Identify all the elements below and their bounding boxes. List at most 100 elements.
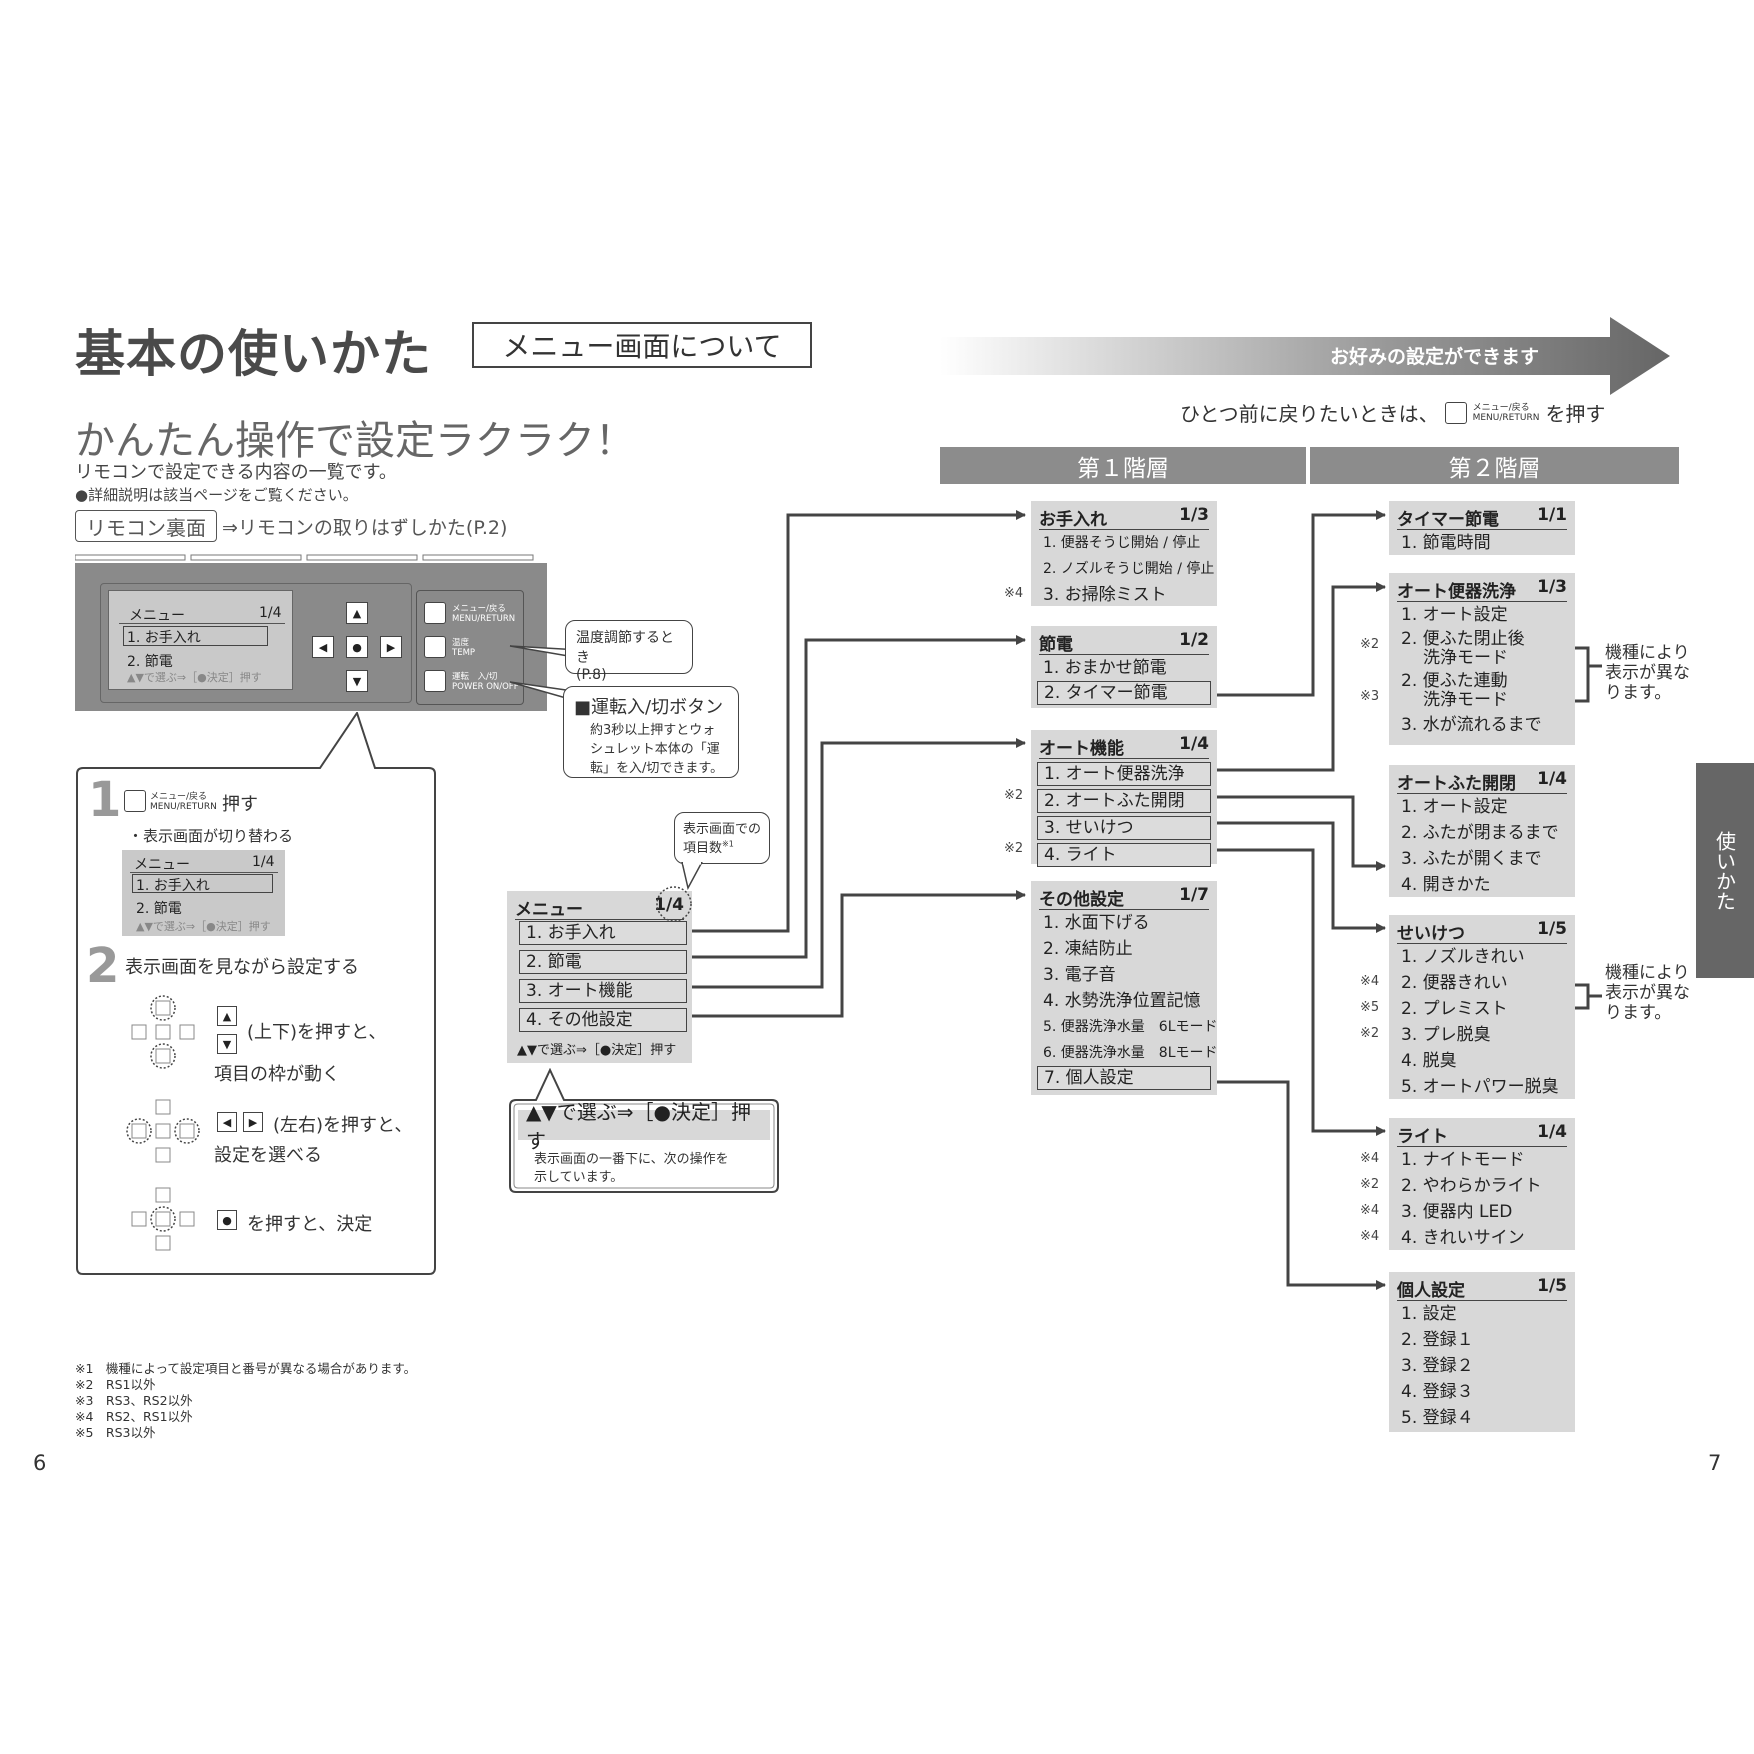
note-mark: ※2 — [1360, 637, 1380, 652]
temp-button[interactable] — [424, 636, 446, 658]
menu-item[interactable]: 1. オート設定 — [1401, 605, 1508, 625]
op-callout-title: ▲▼で選ぶ⇒［●決定］押す — [518, 1100, 770, 1153]
menu-item[interactable]: 1. 水面下げる — [1043, 913, 1150, 933]
menu-item[interactable]: 2. 凍結防止 — [1043, 939, 1133, 959]
remote-left-frame — [100, 583, 412, 703]
menu-title: お手入れ — [1039, 510, 1107, 530]
note-mark: ※2 — [1004, 841, 1024, 856]
menu-jp-label: メニュー/戻る — [452, 604, 506, 614]
menu-item[interactable]: 4. 水勢洗浄位置記憶 — [1043, 991, 1201, 1011]
power-button[interactable] — [424, 670, 446, 692]
menu-title: その他設定 — [1039, 890, 1124, 910]
remocon-link[interactable]: ⇒リモコンの取りはずしかた(P.2) — [222, 517, 508, 539]
menu-item[interactable]: 1. 便器そうじ開始 / 停止 — [1043, 535, 1201, 551]
menu-return-label: メニュー/戻る MENU/RETURN — [150, 792, 217, 812]
menu-item[interactable]: 2. ノズルそうじ開始 / 停止 — [1043, 561, 1215, 577]
menu-item[interactable]: 2. ふたが閉まるまで — [1401, 823, 1559, 843]
menu-item[interactable]: 4. 登録３ — [1401, 1382, 1474, 1402]
menu-item[interactable]: 4. 脱臭 — [1401, 1051, 1457, 1071]
power-callout: ■運転入/切ボタン 約3秒以上押すとウォ シュレット本体の「運 転」を入/切でき… — [563, 686, 739, 778]
back-hint-text: ひとつ前に戻りたいときは、 — [1180, 402, 1439, 426]
menu-item[interactable]: 1. ノズルきれい — [1401, 947, 1525, 967]
main-menu-item[interactable]: 2. 節電 — [519, 950, 687, 974]
power-en-label: POWER ON/OFF — [452, 682, 519, 692]
menu-title: タイマー節電 — [1397, 510, 1499, 530]
menu-item[interactable]: 2. やわらかライト — [1401, 1176, 1542, 1196]
menu-item[interactable]: 5. オートパワー脱臭 — [1401, 1077, 1559, 1097]
menu-item[interactable]: 1. 設定 — [1401, 1304, 1457, 1324]
menu-item[interactable]: 3. ふたが開くまで — [1401, 849, 1542, 869]
menu-item[interactable]: 1. 節電時間 — [1401, 533, 1491, 553]
menu-item[interactable]: 3. お掃除ミスト — [1043, 585, 1167, 605]
model-diff-note: 機種により 表示が異な ります。 — [1605, 643, 1690, 703]
menu-item-selected[interactable]: 7. 個人設定 — [1037, 1066, 1211, 1090]
note-mark: ※4 — [1360, 974, 1380, 989]
lcd-item-selected: 1. お手入れ — [132, 874, 273, 894]
menu-item-selected[interactable]: 2. オートふた開閉 — [1037, 789, 1211, 813]
menu-item-cont: 洗浄モード — [1423, 690, 1508, 710]
back-hint-text-post: を押す — [1545, 402, 1606, 426]
callout-pointers — [509, 645, 581, 703]
step1-sub: ・表示画面が切り替わる — [128, 827, 294, 845]
menu-item[interactable]: 5. 登録４ — [1401, 1408, 1474, 1428]
lcd-divider — [130, 872, 278, 873]
up-icon: ▲ — [217, 1006, 237, 1026]
menu-en-label: MENU/RETURN — [452, 614, 516, 624]
main-menu-item[interactable]: 4. その他設定 — [519, 1008, 687, 1032]
menu-item[interactable]: 5. 便器洗浄水量 6Lモード — [1043, 1019, 1218, 1035]
step2-number: 2 — [86, 938, 120, 994]
menu-item-selected[interactable]: 3. せいけつ — [1037, 816, 1211, 840]
menu-item[interactable]: 4. きれいサイン — [1401, 1228, 1525, 1248]
model-diff-line: 機種により — [1605, 963, 1690, 983]
dpad-right-button[interactable]: ▶ — [380, 636, 402, 658]
count-callout-line: 項目数※1 — [683, 837, 761, 856]
menu-item[interactable]: 1. ナイトモード — [1401, 1150, 1525, 1170]
menu-header: その他設定 1/7 — [1039, 881, 1209, 910]
menu-item[interactable]: 3. 登録２ — [1401, 1356, 1474, 1376]
menu-item[interactable]: 3. 便器内 LED — [1401, 1202, 1513, 1222]
menu-item[interactable]: 2. 便ふた連動 — [1401, 671, 1508, 691]
main-menu-item[interactable]: 1. お手入れ — [519, 921, 687, 945]
power-callout-line: シュレット本体の「運 — [590, 742, 720, 757]
menu-item[interactable]: 4. 開きかた — [1401, 875, 1491, 895]
power-callout-line: 約3秒以上押すとウォ — [590, 723, 716, 738]
left-icon: ◀ — [217, 1112, 237, 1132]
dpad-left-button[interactable]: ◀ — [312, 636, 334, 658]
main-menu-screen: メニュー 1/4 1. お手入れ 2. 節電 3. オート機能 4. その他設定… — [507, 891, 692, 1063]
menu-count: 1/7 — [1179, 885, 1209, 905]
center-text: を押すと、決定 — [247, 1214, 373, 1235]
menu-item[interactable]: 1. オート設定 — [1401, 797, 1508, 817]
menu-return-button-icon — [124, 790, 146, 812]
remote-lcd-screen: メニュー 1/4 1. お手入れ 2. 節電 ▲▼で選ぶ⇒［●決定］押す — [108, 590, 293, 690]
menu-item[interactable]: 3. プレ脱臭 — [1401, 1025, 1491, 1045]
dpad-up-button[interactable]: ▲ — [346, 602, 368, 624]
menu-item[interactable]: 2. プレミスト — [1401, 999, 1508, 1019]
menu-item-selected[interactable]: 2. タイマー節電 — [1037, 681, 1211, 705]
menu-return-button[interactable] — [424, 602, 446, 624]
menu-item[interactable]: 6. 便器洗浄水量 8Lモード — [1043, 1045, 1218, 1061]
note-mark: ※3 — [1360, 689, 1380, 704]
menu-count: 1/5 — [1537, 1276, 1567, 1296]
power-button-label: 運転 入/切 POWER ON/OFF — [452, 672, 519, 692]
menu-item[interactable]: 2. 便器きれい — [1401, 973, 1508, 993]
count-highlight-circle — [656, 886, 692, 922]
menu-item[interactable]: 3. 電子音 — [1043, 965, 1116, 985]
count-callout: 表示画面での 項目数※1 — [674, 812, 770, 864]
menu-item[interactable]: 2. 登録１ — [1401, 1330, 1474, 1350]
op-callout-line: 示しています。 — [534, 1170, 624, 1185]
menu-item[interactable]: 1. おまかせ節電 — [1043, 658, 1167, 678]
side-tab[interactable]: 使いかた — [1696, 763, 1754, 978]
menu-item-selected[interactable]: 1. オート便器洗浄 — [1037, 762, 1211, 786]
lcd-header-left: メニュー — [134, 857, 190, 873]
main-menu-item[interactable]: 3. オート機能 — [519, 979, 687, 1003]
menu-item[interactable]: 2. 便ふた閉止後 — [1401, 629, 1525, 649]
dpad-center-button[interactable]: ● — [346, 636, 368, 658]
menu-item[interactable]: 3. 水が流れるまで — [1401, 715, 1542, 735]
menu-item-selected[interactable]: 4. ライト — [1037, 843, 1211, 867]
menu-return-jp: メニュー/戻る — [1472, 402, 1530, 413]
dpad-down-button[interactable]: ▼ — [346, 670, 368, 692]
back-hint: ひとつ前に戻りたいときは、 メニュー/戻る MENU/RETURN を押す — [1180, 398, 1605, 427]
